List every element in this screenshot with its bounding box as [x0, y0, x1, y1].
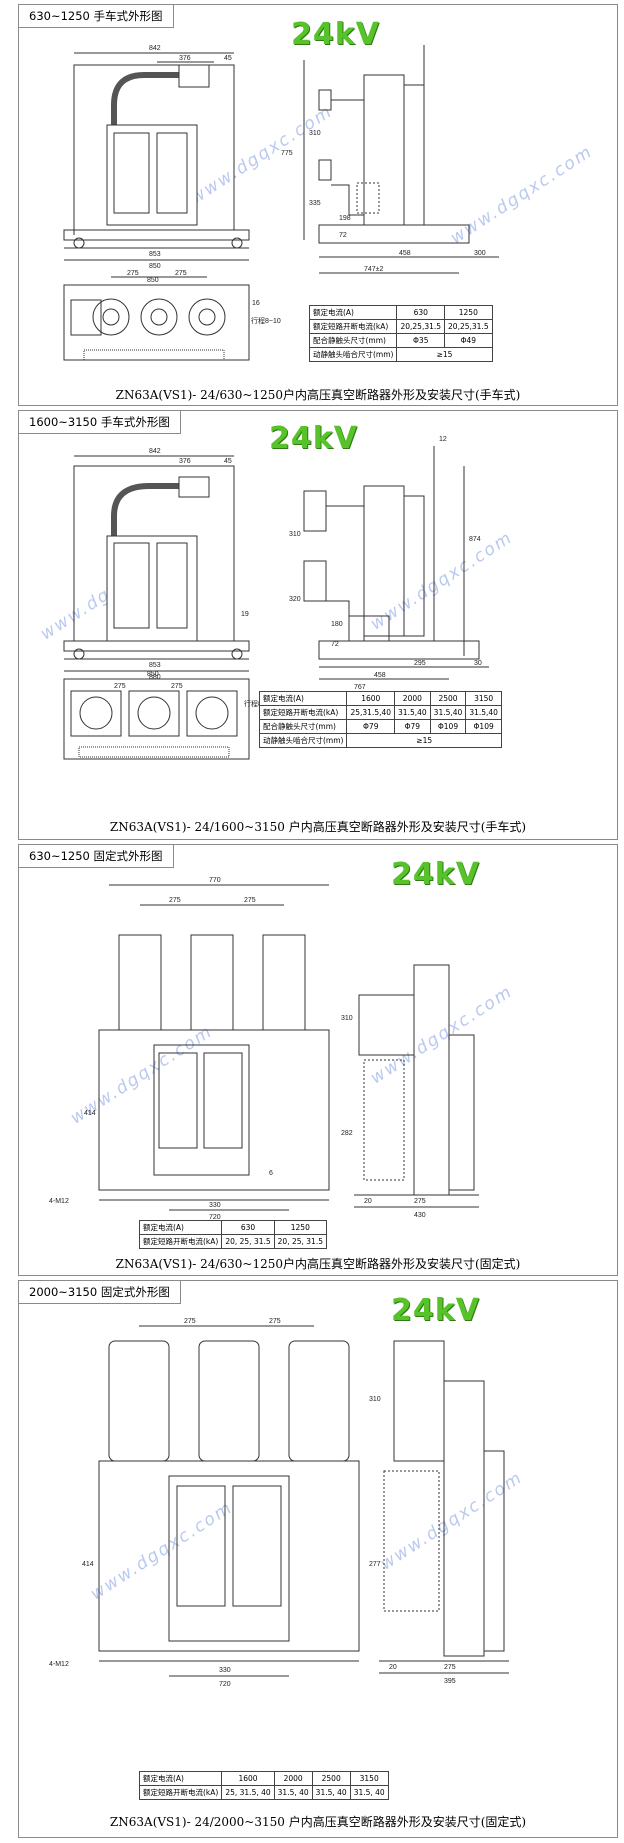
- dim: 275: [169, 897, 181, 904]
- dim: 295: [414, 660, 426, 667]
- drawing-panel-2: 1600~3150 手车式外形图 24kV www.dgqxc.com www.…: [18, 410, 618, 840]
- panel-4-title: 2000~3150 固定式外形图: [19, 1281, 181, 1304]
- dim: 275: [171, 683, 183, 690]
- panel-2-title: 1600~3150 手车式外形图: [19, 411, 181, 434]
- drawing-panel-3: 630~1250 固定式外形图 24kV www.dgqxc.com www.d…: [18, 844, 618, 1276]
- panel-3-caption: ZN63A(VS1)- 24/630~1250户内高压真空断路器外形及安装尺寸(…: [115, 1257, 521, 1271]
- dim: 430: [414, 1212, 426, 1219]
- dim: 720: [209, 1214, 221, 1221]
- dim: 720: [219, 1681, 231, 1688]
- dim: 335: [309, 200, 321, 207]
- dim: 198: [339, 215, 351, 222]
- panel-1-caption: ZN63A(VS1)- 24/630~1250户内高压真空断路器外形及安装尺寸(…: [115, 388, 521, 402]
- bolt-note: 4-M12: [49, 1198, 69, 1205]
- table-row: 动静触头啮合尺寸(mm)≥15: [308, 347, 493, 362]
- dim: 853: [149, 662, 161, 669]
- dim: 330: [219, 1667, 231, 1674]
- dim: 842: [149, 448, 161, 455]
- dim: 414: [82, 1561, 94, 1568]
- voltage-logo: 24kV: [391, 857, 480, 892]
- dim: 376: [179, 458, 191, 465]
- dim: 6: [269, 1170, 273, 1177]
- voltage-logo: 24kV: [269, 421, 358, 456]
- dim: 414: [84, 1110, 96, 1117]
- dim: 277: [369, 1561, 381, 1568]
- dim: 850: [147, 671, 159, 678]
- dim: 775: [281, 150, 293, 157]
- dim: 72: [339, 232, 347, 239]
- dim: 850: [147, 277, 159, 284]
- dim: 275: [114, 683, 126, 690]
- dim: 30: [474, 660, 482, 667]
- bolt-note: 4-M12: [49, 1661, 69, 1668]
- dim: 310: [369, 1396, 381, 1403]
- dim: 853: [149, 251, 161, 258]
- dim: 275: [444, 1664, 456, 1671]
- dim: 310: [289, 531, 301, 538]
- dim: 16: [252, 300, 260, 307]
- dim: 72: [331, 641, 339, 648]
- dim: 282: [341, 1130, 353, 1137]
- dim: 20: [389, 1664, 397, 1671]
- dim: 767: [354, 684, 366, 691]
- dim: 275: [127, 270, 139, 277]
- dim: 19: [241, 611, 249, 618]
- dim: 275: [184, 1318, 196, 1325]
- panel-2-caption: ZN63A(VS1)- 24/1600~3150 户内高压真空断路器外形及安装尺…: [109, 820, 527, 834]
- dim: 12: [439, 436, 447, 443]
- dim: 376: [179, 55, 191, 62]
- fixed-type-drawing-2: 275 275 414 330 720 4-M12 310 277 20 275…: [49, 1318, 509, 1688]
- drawing-panel-1: 630~1250 手车式外形图 24kV www.dgqxc.com www.d…: [18, 4, 618, 406]
- dim: 458: [374, 672, 386, 679]
- table-row: 动静触头啮合尺寸(mm)≥15: [258, 733, 502, 748]
- dim: 275: [414, 1198, 426, 1205]
- dim: 45: [224, 458, 232, 465]
- voltage-logo: 24kV: [391, 1293, 480, 1328]
- dim: 275: [175, 270, 187, 277]
- dim: 310: [341, 1015, 353, 1022]
- dim: 20: [364, 1198, 372, 1205]
- hand-cart-drawing-1: 842 376 45 853 850 775 310 335 198 72 45…: [63, 45, 499, 361]
- dim: 330: [209, 1202, 221, 1209]
- fixed-type-drawing-1: 770 275 275 414 330 720 6 4-M12 310 282 …: [49, 877, 479, 1221]
- dim: 275: [269, 1318, 281, 1325]
- dim: 395: [444, 1678, 456, 1685]
- dim: 310: [309, 130, 321, 137]
- hand-cart-drawing-2: 842 376 45 19 853 880 874 310 320 180 72…: [63, 436, 489, 760]
- dim: 747±2: [364, 266, 384, 273]
- panel-4-caption: ZN63A(VS1)- 24/2000~3150 户内高压真空断路器外形及安装尺…: [109, 1815, 527, 1829]
- dim: 300: [474, 250, 486, 257]
- dim: 320: [289, 596, 301, 603]
- dim: 880: [149, 674, 161, 681]
- dim: 458: [399, 250, 411, 257]
- dim: 45: [224, 55, 232, 62]
- panel-1-title: 630~1250 手车式外形图: [19, 5, 174, 28]
- dim: 850: [149, 263, 161, 270]
- dim: 行程8~10: [244, 699, 274, 708]
- dim-width: 842: [149, 45, 161, 52]
- dim: 770: [209, 877, 221, 884]
- panel-3-title: 630~1250 固定式外形图: [19, 845, 174, 868]
- dim: 874: [469, 536, 481, 543]
- dim: 275: [244, 897, 256, 904]
- voltage-logo: 24kV: [291, 17, 380, 52]
- drawing-panel-4: 2000~3150 固定式外形图 24kV www.dgqxc.com www.…: [18, 1280, 618, 1838]
- dim: 行程8~10: [251, 316, 281, 325]
- dim: 180: [331, 621, 343, 628]
